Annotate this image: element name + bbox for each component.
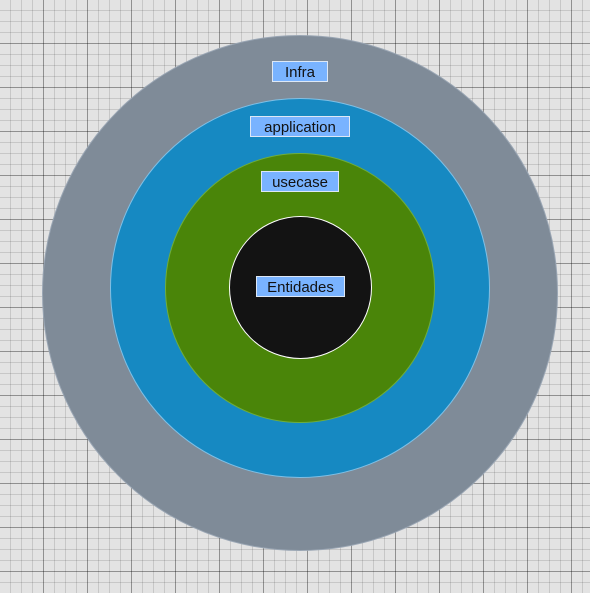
application-label[interactable]: application — [250, 116, 350, 137]
entidades-label[interactable]: Entidades — [256, 276, 345, 297]
infra-label[interactable]: Infra — [272, 61, 328, 82]
usecase-label[interactable]: usecase — [261, 171, 339, 192]
